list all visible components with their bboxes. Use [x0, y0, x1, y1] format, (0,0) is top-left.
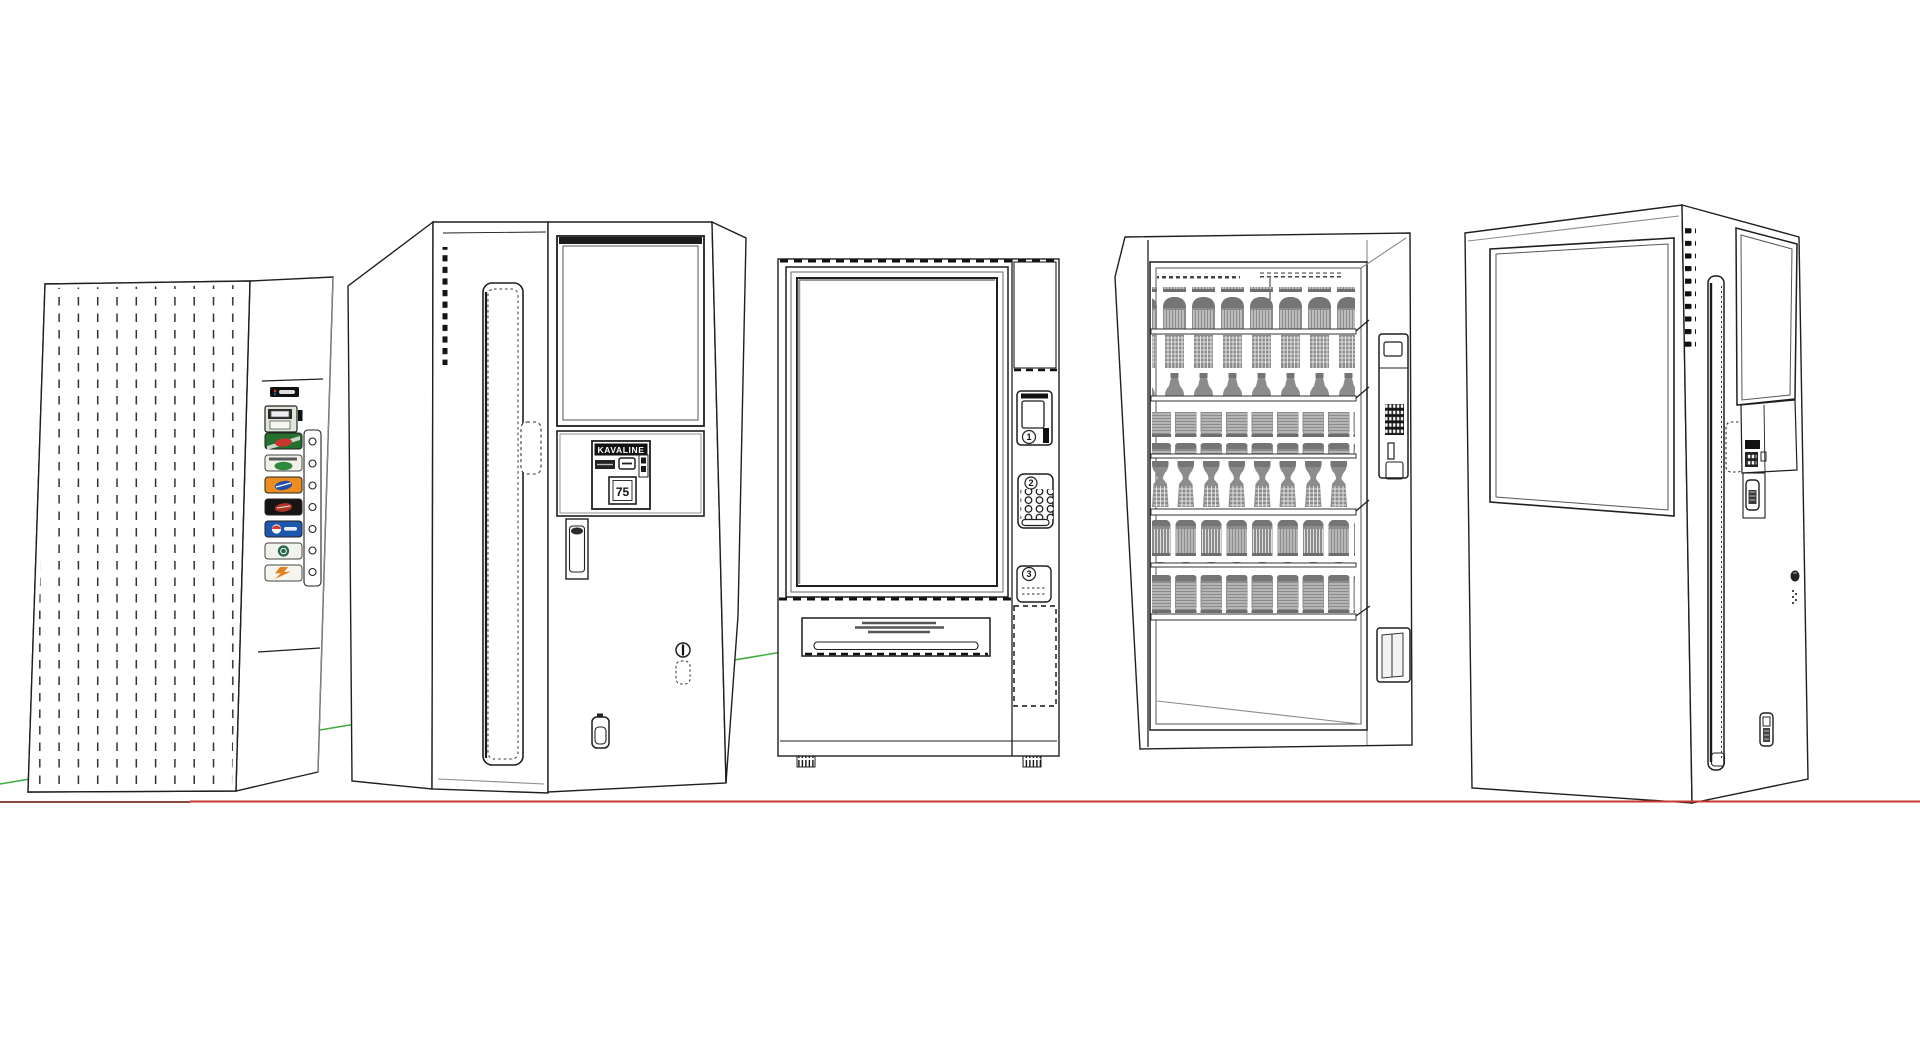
machine5-card-reader[interactable]: [1745, 440, 1760, 449]
beverage-vending-machine[interactable]: [27, 276, 334, 793]
select-button[interactable]: [308, 524, 317, 534]
machine2-front-slot: [482, 282, 524, 766]
shelf-row-jars2: [1152, 571, 1355, 614]
logo-pepsi[interactable]: [264, 520, 303, 538]
coin-return-cup[interactable]: 3: [1016, 565, 1052, 603]
machine2-side-sliver: [711, 220, 747, 784]
machine5-speaker: [1790, 570, 1800, 605]
selector-badge-1: [1021, 429, 1037, 445]
machine3-foot-right: [1022, 755, 1042, 768]
machine2-window: [556, 235, 705, 427]
shelf-board: [1150, 395, 1357, 402]
kavaline-brand-text: KAVALINE: [598, 445, 645, 455]
machine2-slot-handle[interactable]: [520, 421, 542, 475]
payment-coin-return[interactable]: [1385, 461, 1404, 480]
machine2-coin-panel: KAVALINE 75: [556, 430, 705, 517]
delivery-bin[interactable]: [801, 617, 991, 657]
drink-logo-buttons: [264, 432, 303, 582]
keypad-slot: [1021, 518, 1050, 527]
machine4-delivery-door[interactable]: [1376, 627, 1411, 683]
machine1-side-edge: [317, 276, 334, 773]
perspective-kiosk-vending-machine[interactable]: [1464, 204, 1809, 804]
machine5-vertical-branding: [1685, 227, 1696, 353]
machine2-tick-column: [439, 247, 448, 365]
logo-dr-pepper[interactable]: [264, 498, 303, 516]
price-text: 75: [616, 485, 630, 499]
cooler-light-strip: [1257, 272, 1341, 278]
logo-gatorade[interactable]: [264, 564, 303, 582]
card-slot[interactable]: [1043, 428, 1049, 443]
logo-orange-soda[interactable]: [264, 476, 303, 494]
cooler-shelves: [1150, 287, 1371, 621]
machine5-front-slot: [1707, 275, 1726, 771]
kavaline-vending-machine[interactable]: KAVALINE 75: [347, 220, 747, 794]
shelf-board: [1150, 508, 1357, 516]
machine5-slot-handle[interactable]: [1725, 421, 1744, 473]
select-button[interactable]: [308, 546, 317, 555]
machine2-top-inner-line: [442, 231, 547, 234]
select-button[interactable]: [308, 481, 317, 490]
machine3-top-unit: [1013, 261, 1057, 369]
machine3-lower-dashed-box: [1013, 605, 1057, 707]
shelf-board: [1150, 562, 1357, 568]
shelf-row-jars: [1152, 412, 1355, 455]
machine5-payment-panel: [1740, 399, 1798, 474]
machine4-payment-tower: [1378, 333, 1409, 480]
select-button[interactable]: [308, 502, 317, 512]
card-reader[interactable]: 1: [1016, 390, 1053, 446]
shelf-row-cans: [1152, 287, 1355, 329]
logo-mountain-dew[interactable]: [264, 432, 303, 450]
select-button[interactable]: [308, 437, 317, 446]
machine1-panel-top-line: [261, 378, 324, 382]
machine2-pull-handle[interactable]: [565, 518, 589, 580]
payment-bill-slot[interactable]: [1387, 442, 1395, 460]
bottle-cooler-vending-machine[interactable]: [1114, 232, 1413, 750]
bill-acceptor[interactable]: [264, 405, 303, 433]
selection-button-strip: [303, 429, 322, 587]
logo-green-circle-drink[interactable]: [264, 542, 303, 560]
pepsi-label: [270, 387, 299, 397]
machine3-glass-window: [785, 266, 1009, 598]
select-button[interactable]: [308, 459, 317, 468]
shelf-row-cans2: [1152, 520, 1355, 563]
cooler-light-strip: [1157, 273, 1240, 279]
keypad-keys[interactable]: [1020, 489, 1054, 519]
shelf-board: [1150, 453, 1357, 459]
machine5-bill-acceptor[interactable]: [1742, 472, 1766, 519]
machine5-upper-window: [1735, 227, 1798, 406]
machine2-left-face: [347, 220, 434, 790]
machine5-poster-frame: [1489, 237, 1675, 517]
select-button[interactable]: [308, 567, 317, 577]
logo-diet-mountain-dew[interactable]: [264, 454, 303, 472]
machine2-bottom-latch[interactable]: [591, 713, 610, 749]
selector-badge-3: [1021, 566, 1037, 582]
shelf-board: [1150, 328, 1357, 335]
machine3-foot-left: [796, 755, 816, 768]
machine2-bottom-shadow: [437, 778, 545, 785]
shelf-board: [1150, 613, 1357, 621]
machine1-front-edge: [235, 280, 251, 792]
keypad[interactable]: 2: [1017, 473, 1054, 529]
machine1-panel-bottom-line: [257, 647, 321, 653]
shelf-row-shaped-bottles: [1152, 458, 1355, 509]
machine2-keyhole[interactable]: [675, 642, 691, 685]
selector-1-text: 1: [1026, 432, 1031, 442]
machine1-dashed-front-texture: [33, 285, 245, 788]
glassfront-vending-machine[interactable]: 1 2 3: [777, 258, 1060, 768]
payment-display: [1383, 341, 1403, 357]
selector-2-text: 2: [1028, 478, 1033, 488]
machine5-lock-handle[interactable]: [1759, 712, 1774, 747]
kavaline-brand-plate: [594, 443, 648, 456]
shelf-row-bottles: [1152, 334, 1355, 396]
selector-3-text: 3: [1026, 569, 1031, 579]
price-display: 75: [608, 476, 637, 505]
